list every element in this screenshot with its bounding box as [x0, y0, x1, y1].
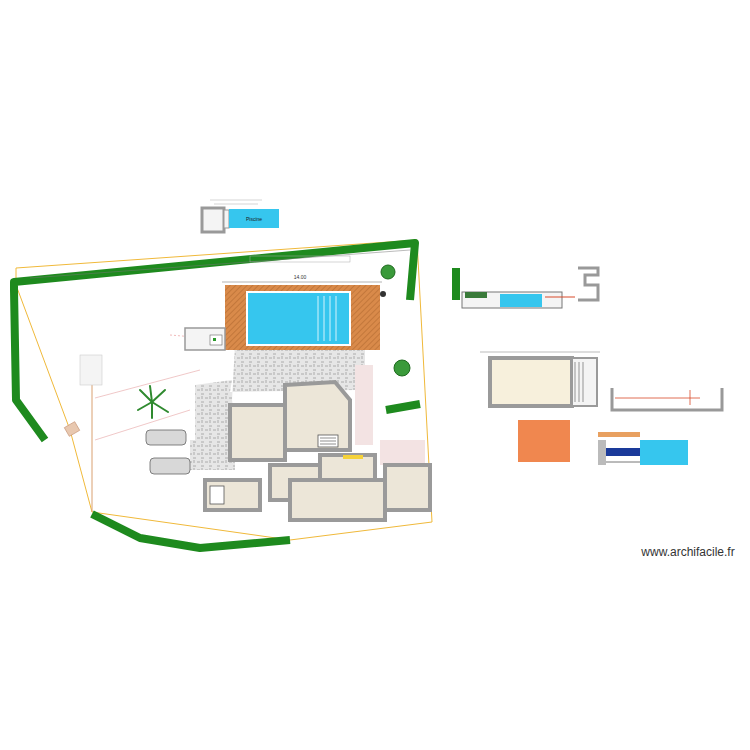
room-label: Piscine: [246, 216, 262, 222]
pool-box: Piscine: [229, 209, 279, 228]
watermark: www.archifacile.fr: [641, 545, 734, 559]
hedge: [14, 243, 420, 548]
dimension-label: 14.00: [294, 274, 307, 280]
